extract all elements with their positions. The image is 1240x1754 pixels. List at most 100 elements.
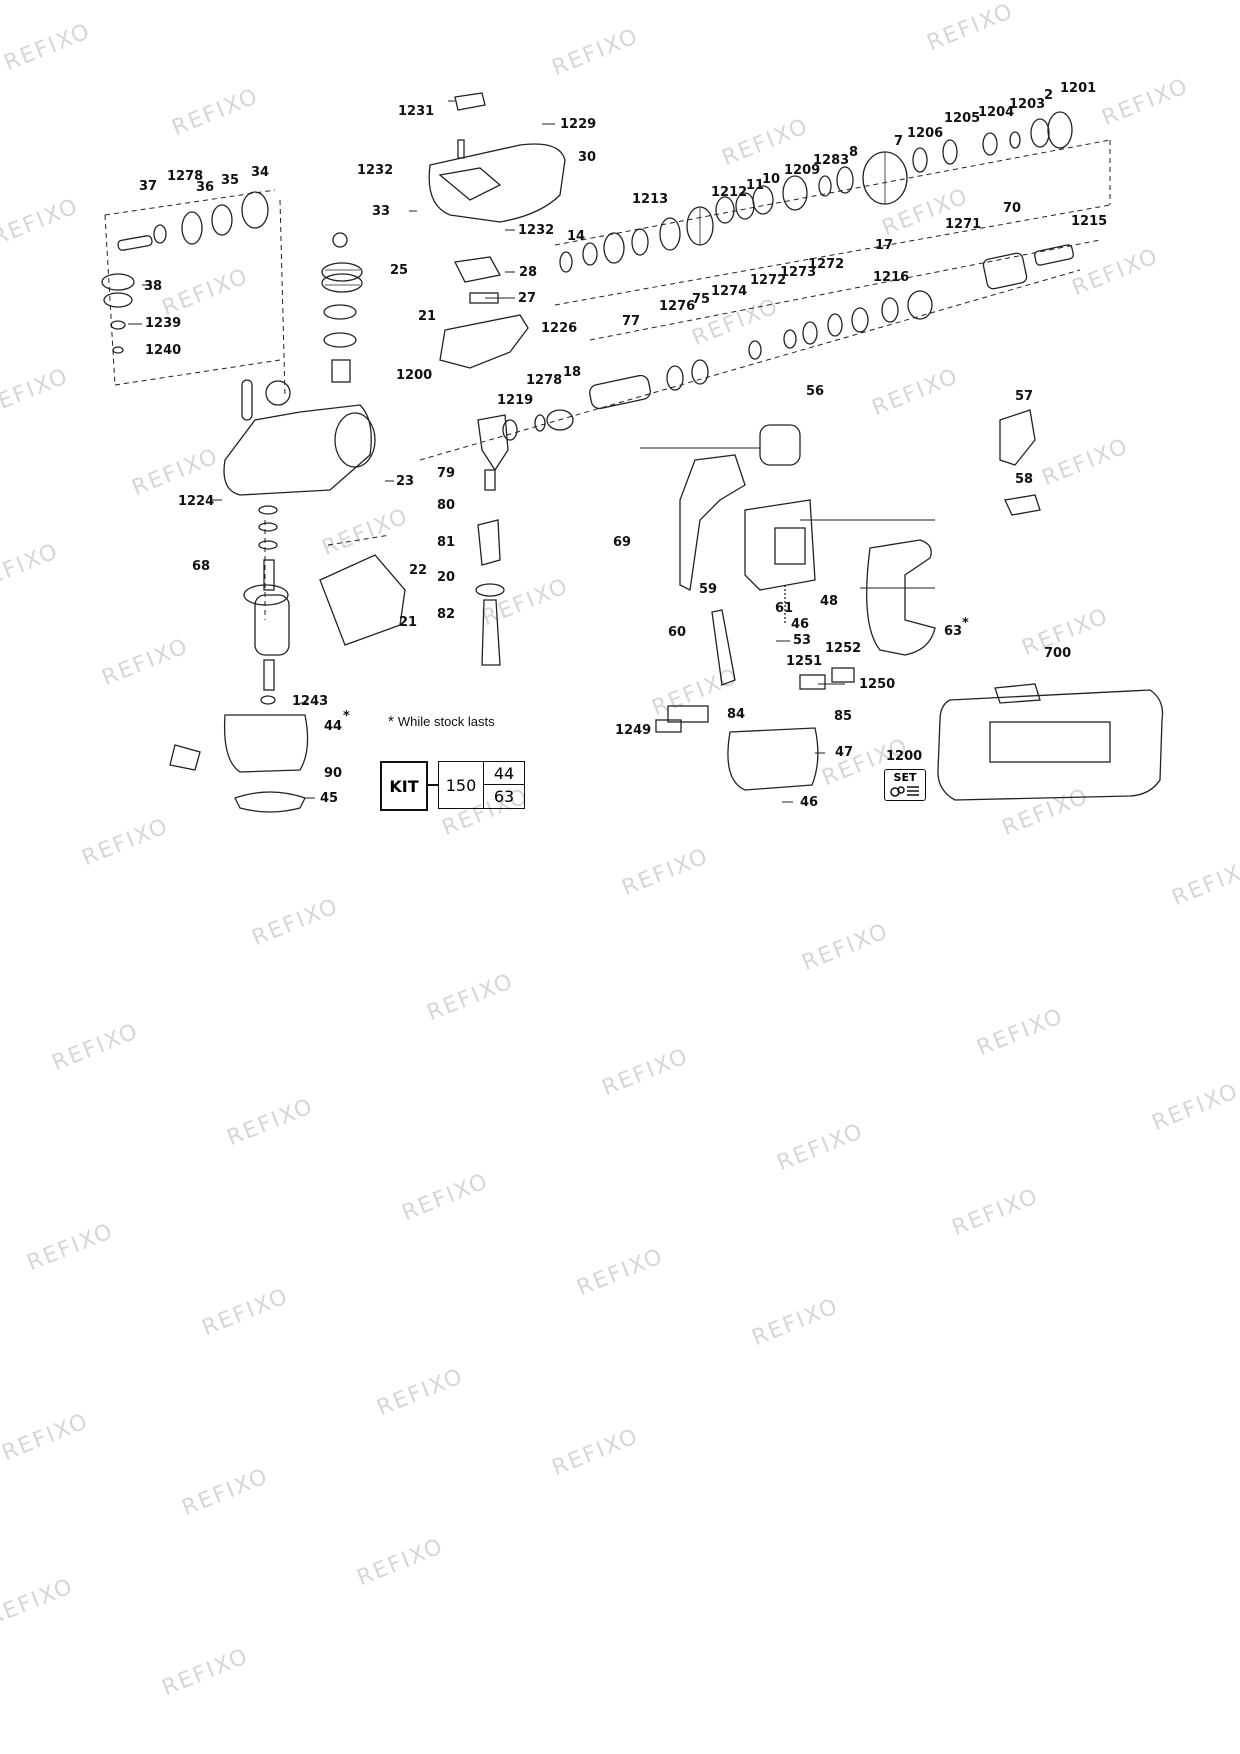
ring (534, 414, 546, 432)
part-label: 700 (1044, 646, 1072, 661)
part-label: 46 (800, 795, 819, 810)
carry-case (937, 689, 1164, 801)
ring (942, 139, 958, 165)
part-label: 56 (806, 384, 825, 399)
adjusting-nut (103, 292, 133, 308)
part-label: 22 (409, 563, 428, 578)
armature-core (254, 594, 290, 656)
o-ring (691, 359, 709, 385)
armature-bearing (260, 695, 276, 705)
part-label: 1239 (145, 316, 182, 331)
part-label: 34 (251, 165, 270, 180)
part-label: 1212 (711, 185, 748, 200)
assembly-axis-line (327, 534, 391, 546)
selector-knob (454, 92, 486, 111)
part-label: 1203 (1009, 97, 1046, 112)
part-label: 27 (518, 291, 537, 306)
part-label: 1271 (945, 217, 982, 232)
label-plate (169, 744, 201, 771)
part-label: 1283 (813, 153, 850, 168)
part-label: 1274 (711, 284, 748, 299)
ring (818, 175, 832, 197)
part-label: 37 (139, 179, 158, 194)
main-housing (744, 499, 816, 591)
part-label: 23 (396, 474, 415, 489)
carry-case-label-area (989, 721, 1111, 763)
part-label: 1206 (907, 126, 944, 141)
part-label: 84 (727, 707, 746, 722)
part-label: 1273 (780, 265, 817, 280)
part-label: 82 (437, 607, 456, 622)
armature-washer (258, 540, 278, 550)
part-label: 14 (567, 229, 586, 244)
part-label: 44 (324, 719, 343, 734)
ring (502, 419, 518, 441)
connecting-rod (477, 519, 501, 566)
part-label: 75 (692, 292, 711, 307)
bushing (782, 175, 808, 211)
part-label: 60 (668, 625, 687, 640)
part-label: 21 (418, 309, 437, 324)
assembly-axis-line (589, 239, 1101, 341)
gear-bushing (331, 359, 351, 383)
nut-washer (110, 320, 126, 330)
kit-item: 44 (493, 763, 515, 783)
gearbox-cover-detail (438, 167, 502, 201)
part-label: 1200 (396, 368, 433, 383)
part-label: 1213 (632, 192, 669, 207)
armature-washer (258, 505, 278, 515)
ring (783, 329, 797, 349)
part-label: 30 (578, 150, 597, 165)
armature-commutator (243, 584, 289, 606)
part-label: 28 (519, 265, 538, 280)
shaft-washer (153, 224, 167, 244)
part-label: 1204 (978, 105, 1015, 120)
selector-pin (457, 139, 465, 159)
striker (982, 252, 1028, 290)
note-asterisk: * (388, 713, 394, 730)
brush-holder (667, 705, 709, 723)
housing-bore (334, 412, 376, 468)
part-label: 1232 (518, 223, 555, 238)
ring (603, 232, 625, 264)
clutch-disc (323, 332, 357, 348)
kit-label: KIT (380, 761, 428, 811)
part-label: 1205 (944, 111, 981, 126)
ring (912, 147, 928, 173)
part-label: 18 (563, 365, 582, 380)
brush-holder (799, 674, 826, 690)
part-label: 1243 (292, 694, 329, 709)
side-handle (711, 609, 736, 686)
ring (827, 313, 843, 337)
part-label: 46 (791, 617, 810, 632)
part-label: 1200 (886, 749, 923, 764)
rear-handle (866, 539, 936, 656)
o-ring (666, 365, 684, 391)
fan-guard (319, 554, 406, 646)
part-label-asterisk: * (343, 709, 350, 724)
part-label: 57 (1015, 389, 1034, 404)
brush-holder (831, 667, 855, 683)
assembly-axis-line (279, 199, 286, 396)
spindle-nut (241, 191, 269, 229)
part-label: 1209 (784, 163, 821, 178)
gear-housing (223, 404, 372, 496)
switch-bracket (1004, 494, 1041, 516)
part-label: 81 (437, 535, 456, 550)
tool-holder-cap (1047, 111, 1073, 149)
part-label-asterisk: * (962, 616, 969, 631)
part-label: 53 (793, 633, 812, 648)
carry-case-handle (994, 683, 1041, 704)
assembly-axis-line (104, 214, 116, 386)
note-text: While stock lasts (397, 714, 495, 729)
assembly-axis-line (419, 269, 1081, 461)
kit-number: 150 (438, 761, 484, 809)
crank-pin (484, 469, 496, 491)
part-label: 85 (834, 709, 853, 724)
part-label: 38 (144, 279, 163, 294)
part-label: 21 (399, 615, 418, 630)
housing-pin (241, 379, 253, 421)
part-label: 1240 (145, 343, 182, 358)
